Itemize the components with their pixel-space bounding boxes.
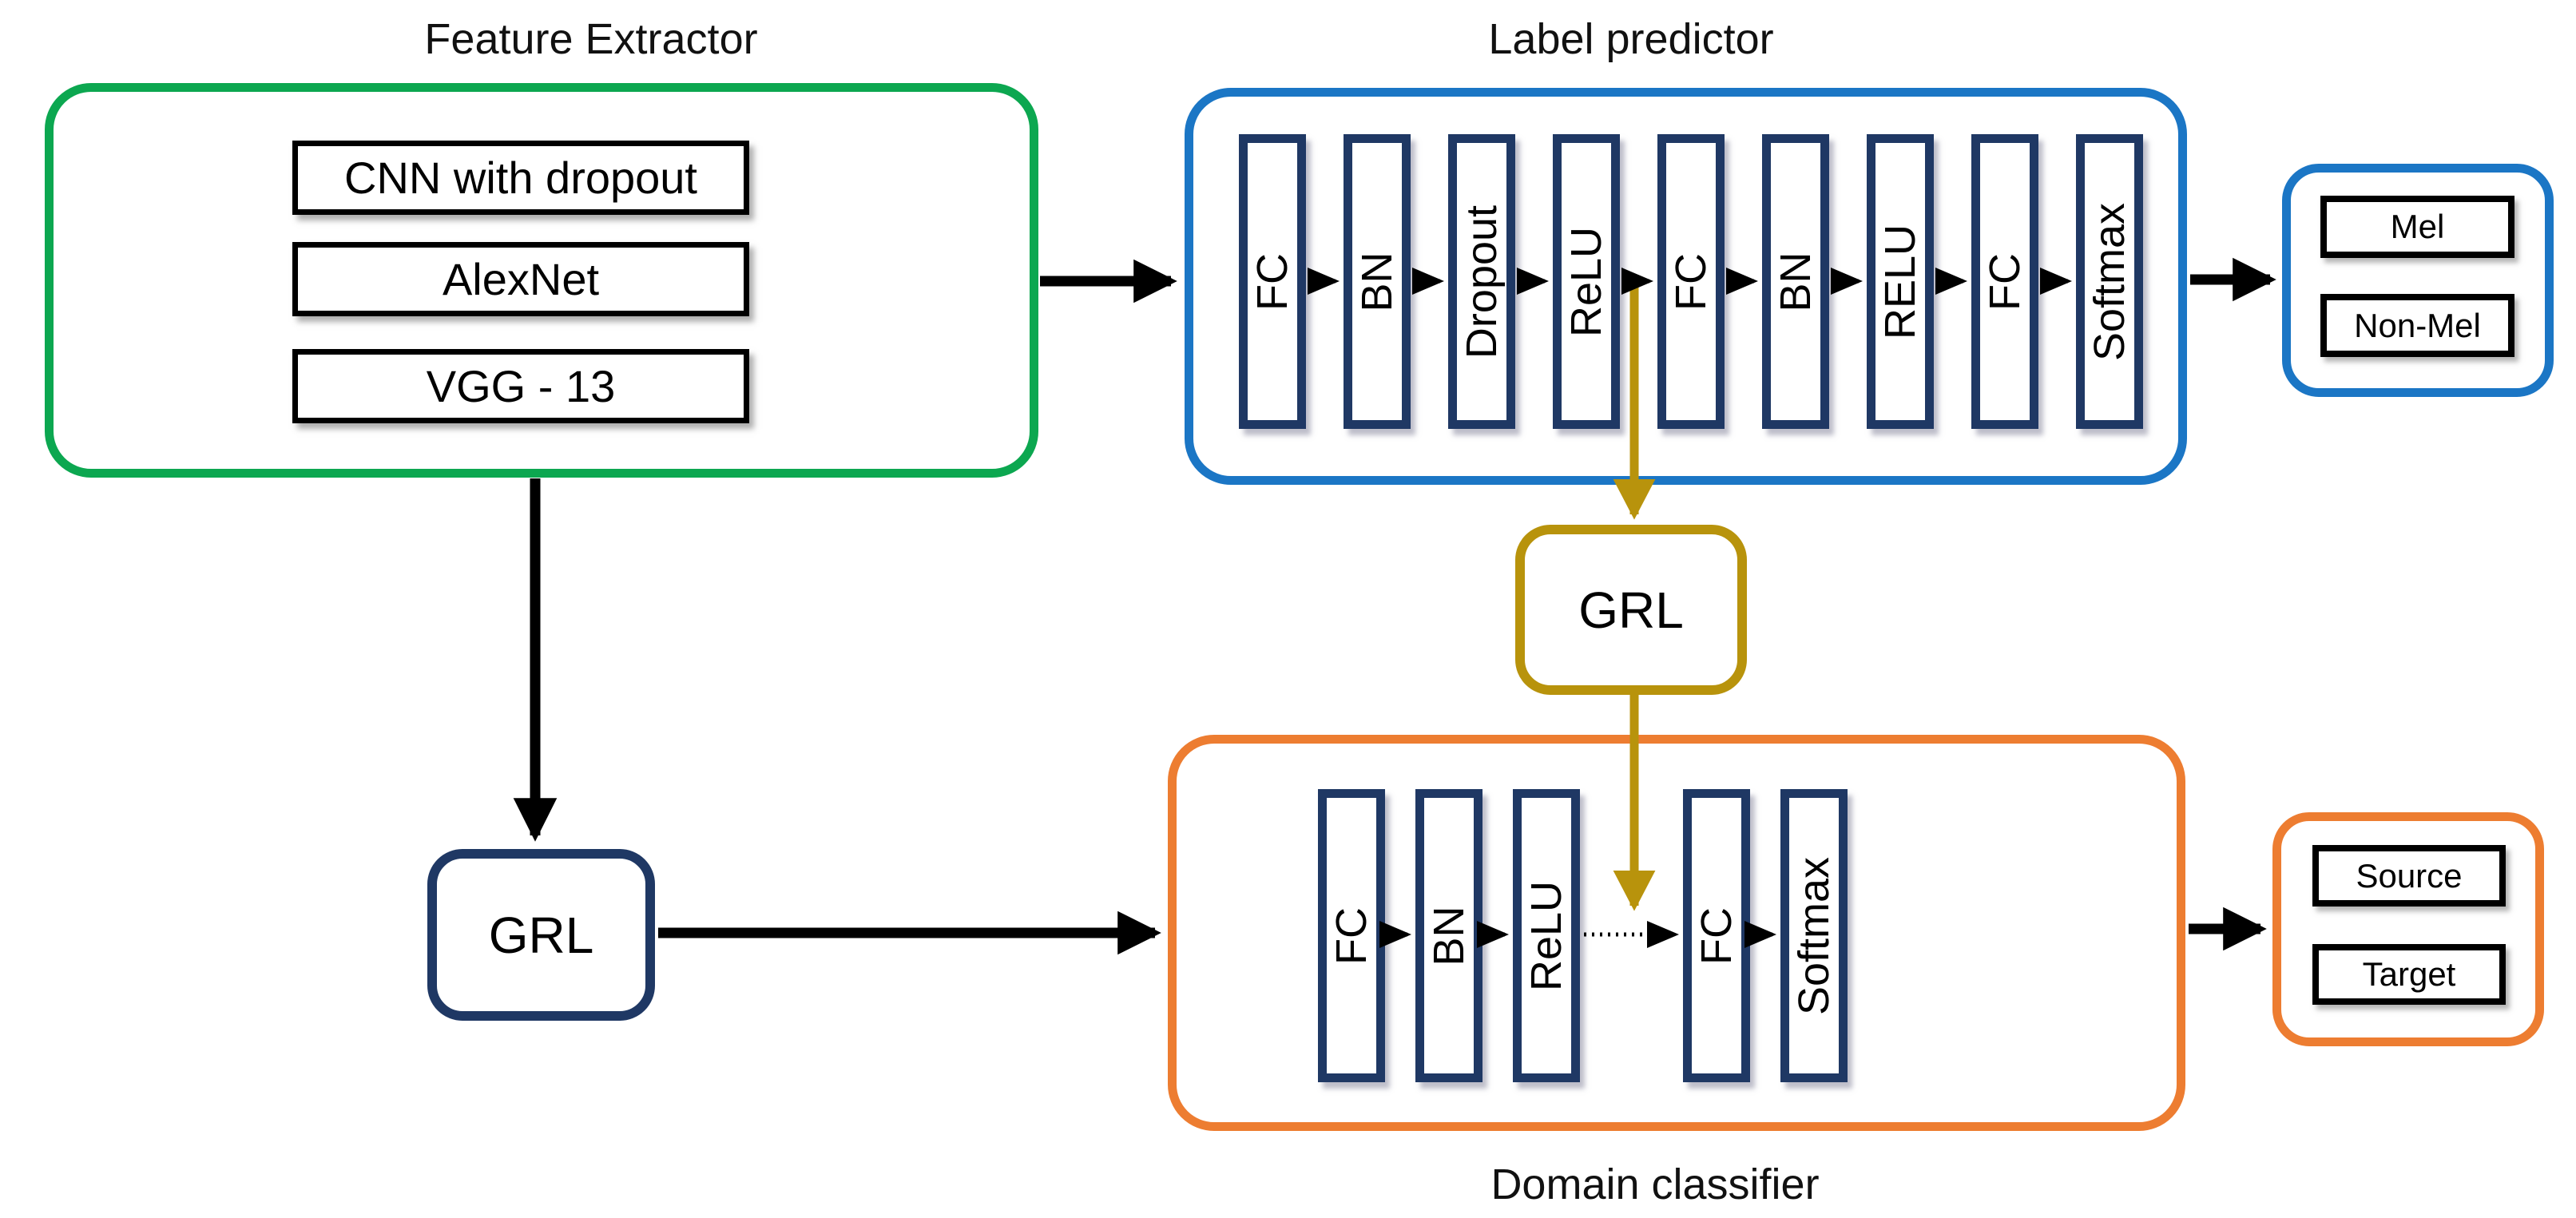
lp-layer-label: BN: [1353, 251, 1401, 312]
dc-layer-label: FC: [1328, 907, 1375, 965]
domain-output-target: Target: [2312, 944, 2506, 1005]
lp-layer-label: BN: [1772, 251, 1820, 312]
dc-layer-label: FC: [1693, 907, 1740, 965]
lp-layer-bar-bn1: BN: [1344, 134, 1411, 429]
grl-box-navy: GRL: [427, 849, 655, 1021]
dc-layer-label: Softmax: [1790, 856, 1838, 1015]
dc-layer-bar-fc2: FC: [1683, 789, 1750, 1082]
lp-layer-label: FC: [1667, 252, 1715, 311]
lp-layer-label: FC: [1248, 252, 1296, 311]
dc-layer-bar-bn: BN: [1415, 789, 1482, 1082]
dc-layer-bar-relu: ReLU: [1513, 789, 1580, 1082]
lp-layer-label: ReLU: [1562, 226, 1610, 337]
lp-layer-bar-fc3: FC: [1971, 134, 2038, 429]
label-output-mel: Mel: [2320, 196, 2514, 258]
lp-layer-label: RELU: [1876, 224, 1924, 339]
lp-layer-bar-relu1: ReLU: [1553, 134, 1620, 429]
lp-layer-label: FC: [1981, 252, 2029, 311]
lp-layer-bar-fc2: FC: [1657, 134, 1725, 429]
dc-layer-label: BN: [1425, 905, 1473, 966]
lp-layer-bar-bn2: BN: [1762, 134, 1829, 429]
model-box-cnn: CNN with dropout: [292, 141, 749, 215]
lp-layer-bar-softmax: Softmax: [2076, 134, 2143, 429]
model-box-vgg: VGG - 13: [292, 349, 749, 423]
domain-classifier-title: Domain classifier: [1490, 1160, 1820, 1208]
model-box-alexnet: AlexNet: [292, 242, 749, 316]
grl-box-gold: GRL: [1515, 525, 1747, 695]
dc-layer-label: ReLU: [1522, 880, 1570, 991]
lp-layer-label: Softmax: [2086, 202, 2133, 361]
lp-layer-bar-relu2: RELU: [1867, 134, 1934, 429]
lp-layer-bar-dropout: Dropout: [1448, 134, 1515, 429]
label-output-nonmel: Non-Mel: [2320, 294, 2514, 357]
lp-layer-label: Dropout: [1458, 204, 1506, 359]
dc-layer-bar-softmax: Softmax: [1780, 789, 1848, 1082]
dc-layer-bar-fc1: FC: [1318, 789, 1385, 1082]
domain-output-source: Source: [2312, 845, 2506, 907]
label-predictor-title: Label predictor: [1488, 15, 1774, 63]
lp-layer-bar-fc1: FC: [1239, 134, 1306, 429]
feature-extractor-title: Feature Extractor: [424, 15, 758, 63]
